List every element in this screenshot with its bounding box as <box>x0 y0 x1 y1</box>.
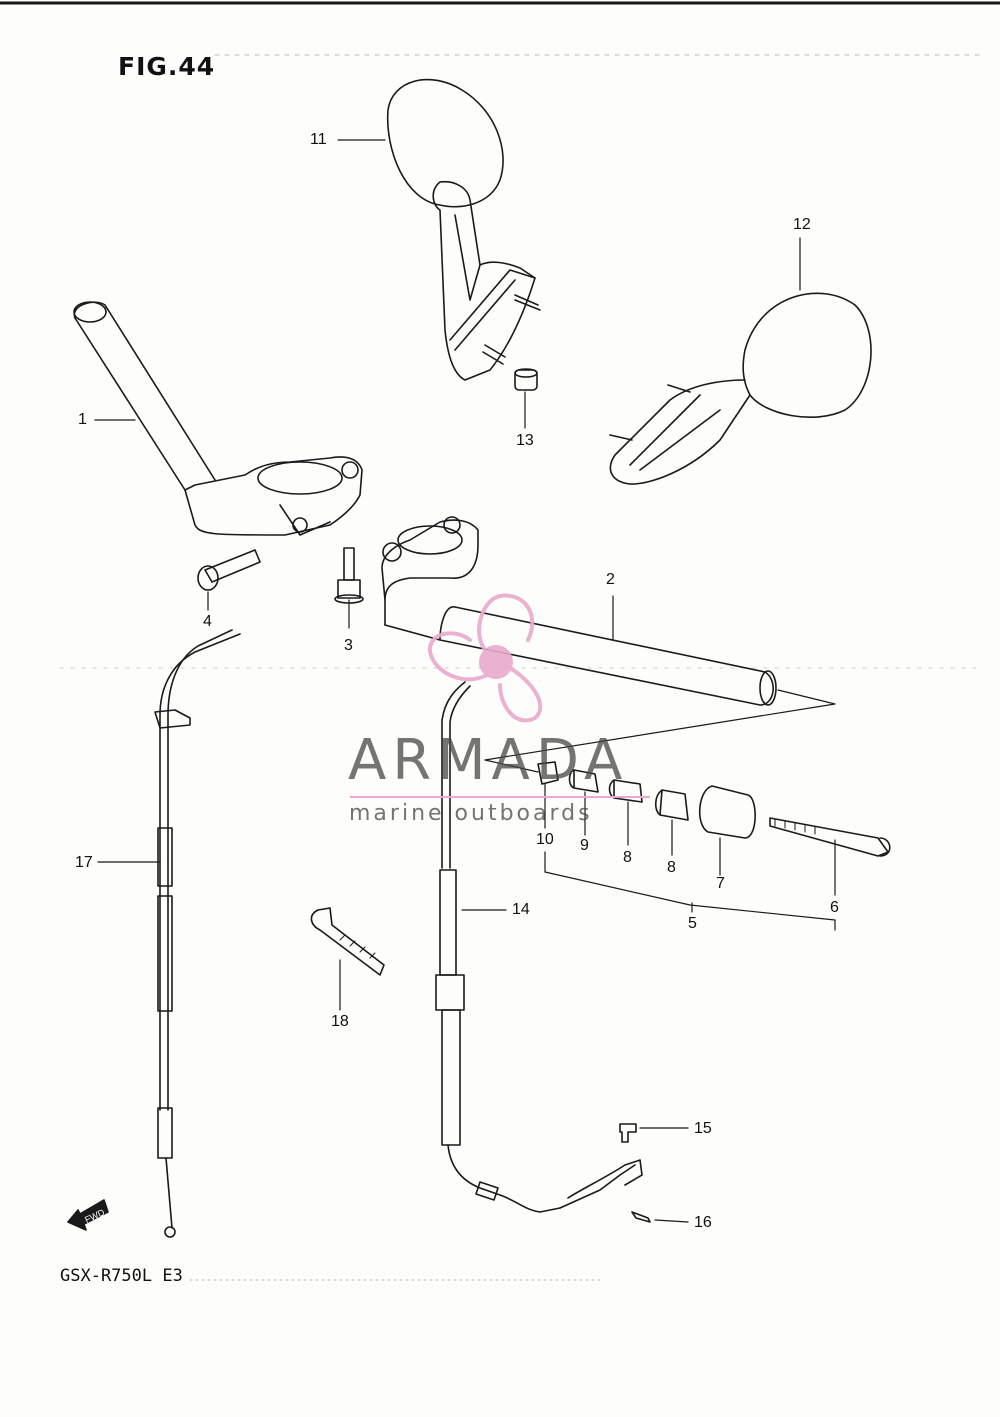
callout-13: 13 <box>516 432 534 449</box>
model-label: GSX-R750L E3 <box>60 1266 183 1286</box>
fwd-arrow-icon: FWD <box>67 1199 109 1231</box>
handlebar-left <box>73 301 363 536</box>
screw-6 <box>769 817 889 857</box>
callout-2: 2 <box>606 571 615 588</box>
callout-5: 5 <box>688 915 697 932</box>
group-bracket-5 <box>544 851 836 931</box>
assembly-guide-line <box>484 759 539 773</box>
pin-15 <box>619 1123 637 1143</box>
watermark-tagline: marine outboards <box>349 801 593 826</box>
callout-15: 15 <box>694 1120 712 1137</box>
callout-7: 7 <box>716 875 725 892</box>
callout-17: 17 <box>75 854 93 871</box>
callout-14: 14 <box>512 901 530 918</box>
mirror-bolt <box>514 368 538 391</box>
weight-7 <box>698 785 756 839</box>
mirror-right <box>609 292 872 485</box>
throttle-cable-17 <box>154 629 241 1238</box>
callout-4: 4 <box>203 613 212 630</box>
handlebar-right <box>381 516 777 706</box>
callout-8a: 8 <box>623 849 632 866</box>
propeller-logo-icon <box>427 593 543 723</box>
callout-18: 18 <box>331 1013 349 1030</box>
cotter-pin-16 <box>631 1211 651 1223</box>
assembly-guide-line <box>484 689 836 761</box>
callout-16: 16 <box>694 1214 712 1231</box>
callout-9: 9 <box>580 837 589 854</box>
callout-8b: 8 <box>667 859 676 876</box>
callout-12: 12 <box>793 216 811 233</box>
callout-10: 10 <box>536 831 554 848</box>
rubber-8b <box>654 789 689 821</box>
callout-1: 1 <box>78 411 87 428</box>
clutch-cable-14 <box>435 681 643 1213</box>
mirror-left <box>386 78 541 381</box>
bar-end-parts <box>537 761 891 857</box>
callout-11: 11 <box>310 131 327 148</box>
callout-leaders <box>94 139 836 1223</box>
callout-6: 6 <box>830 899 839 916</box>
cable-tie-18 <box>310 907 385 976</box>
socket-bolt-4 <box>197 549 261 591</box>
figure-title: FIG.44 <box>118 52 216 81</box>
flange-bolt-3 <box>334 547 364 604</box>
callout-3: 3 <box>344 637 353 654</box>
spacer-9 <box>568 769 599 793</box>
watermark-underline <box>350 796 650 798</box>
watermark-brand: ARMADA <box>348 728 629 793</box>
nut-10 <box>537 761 559 785</box>
